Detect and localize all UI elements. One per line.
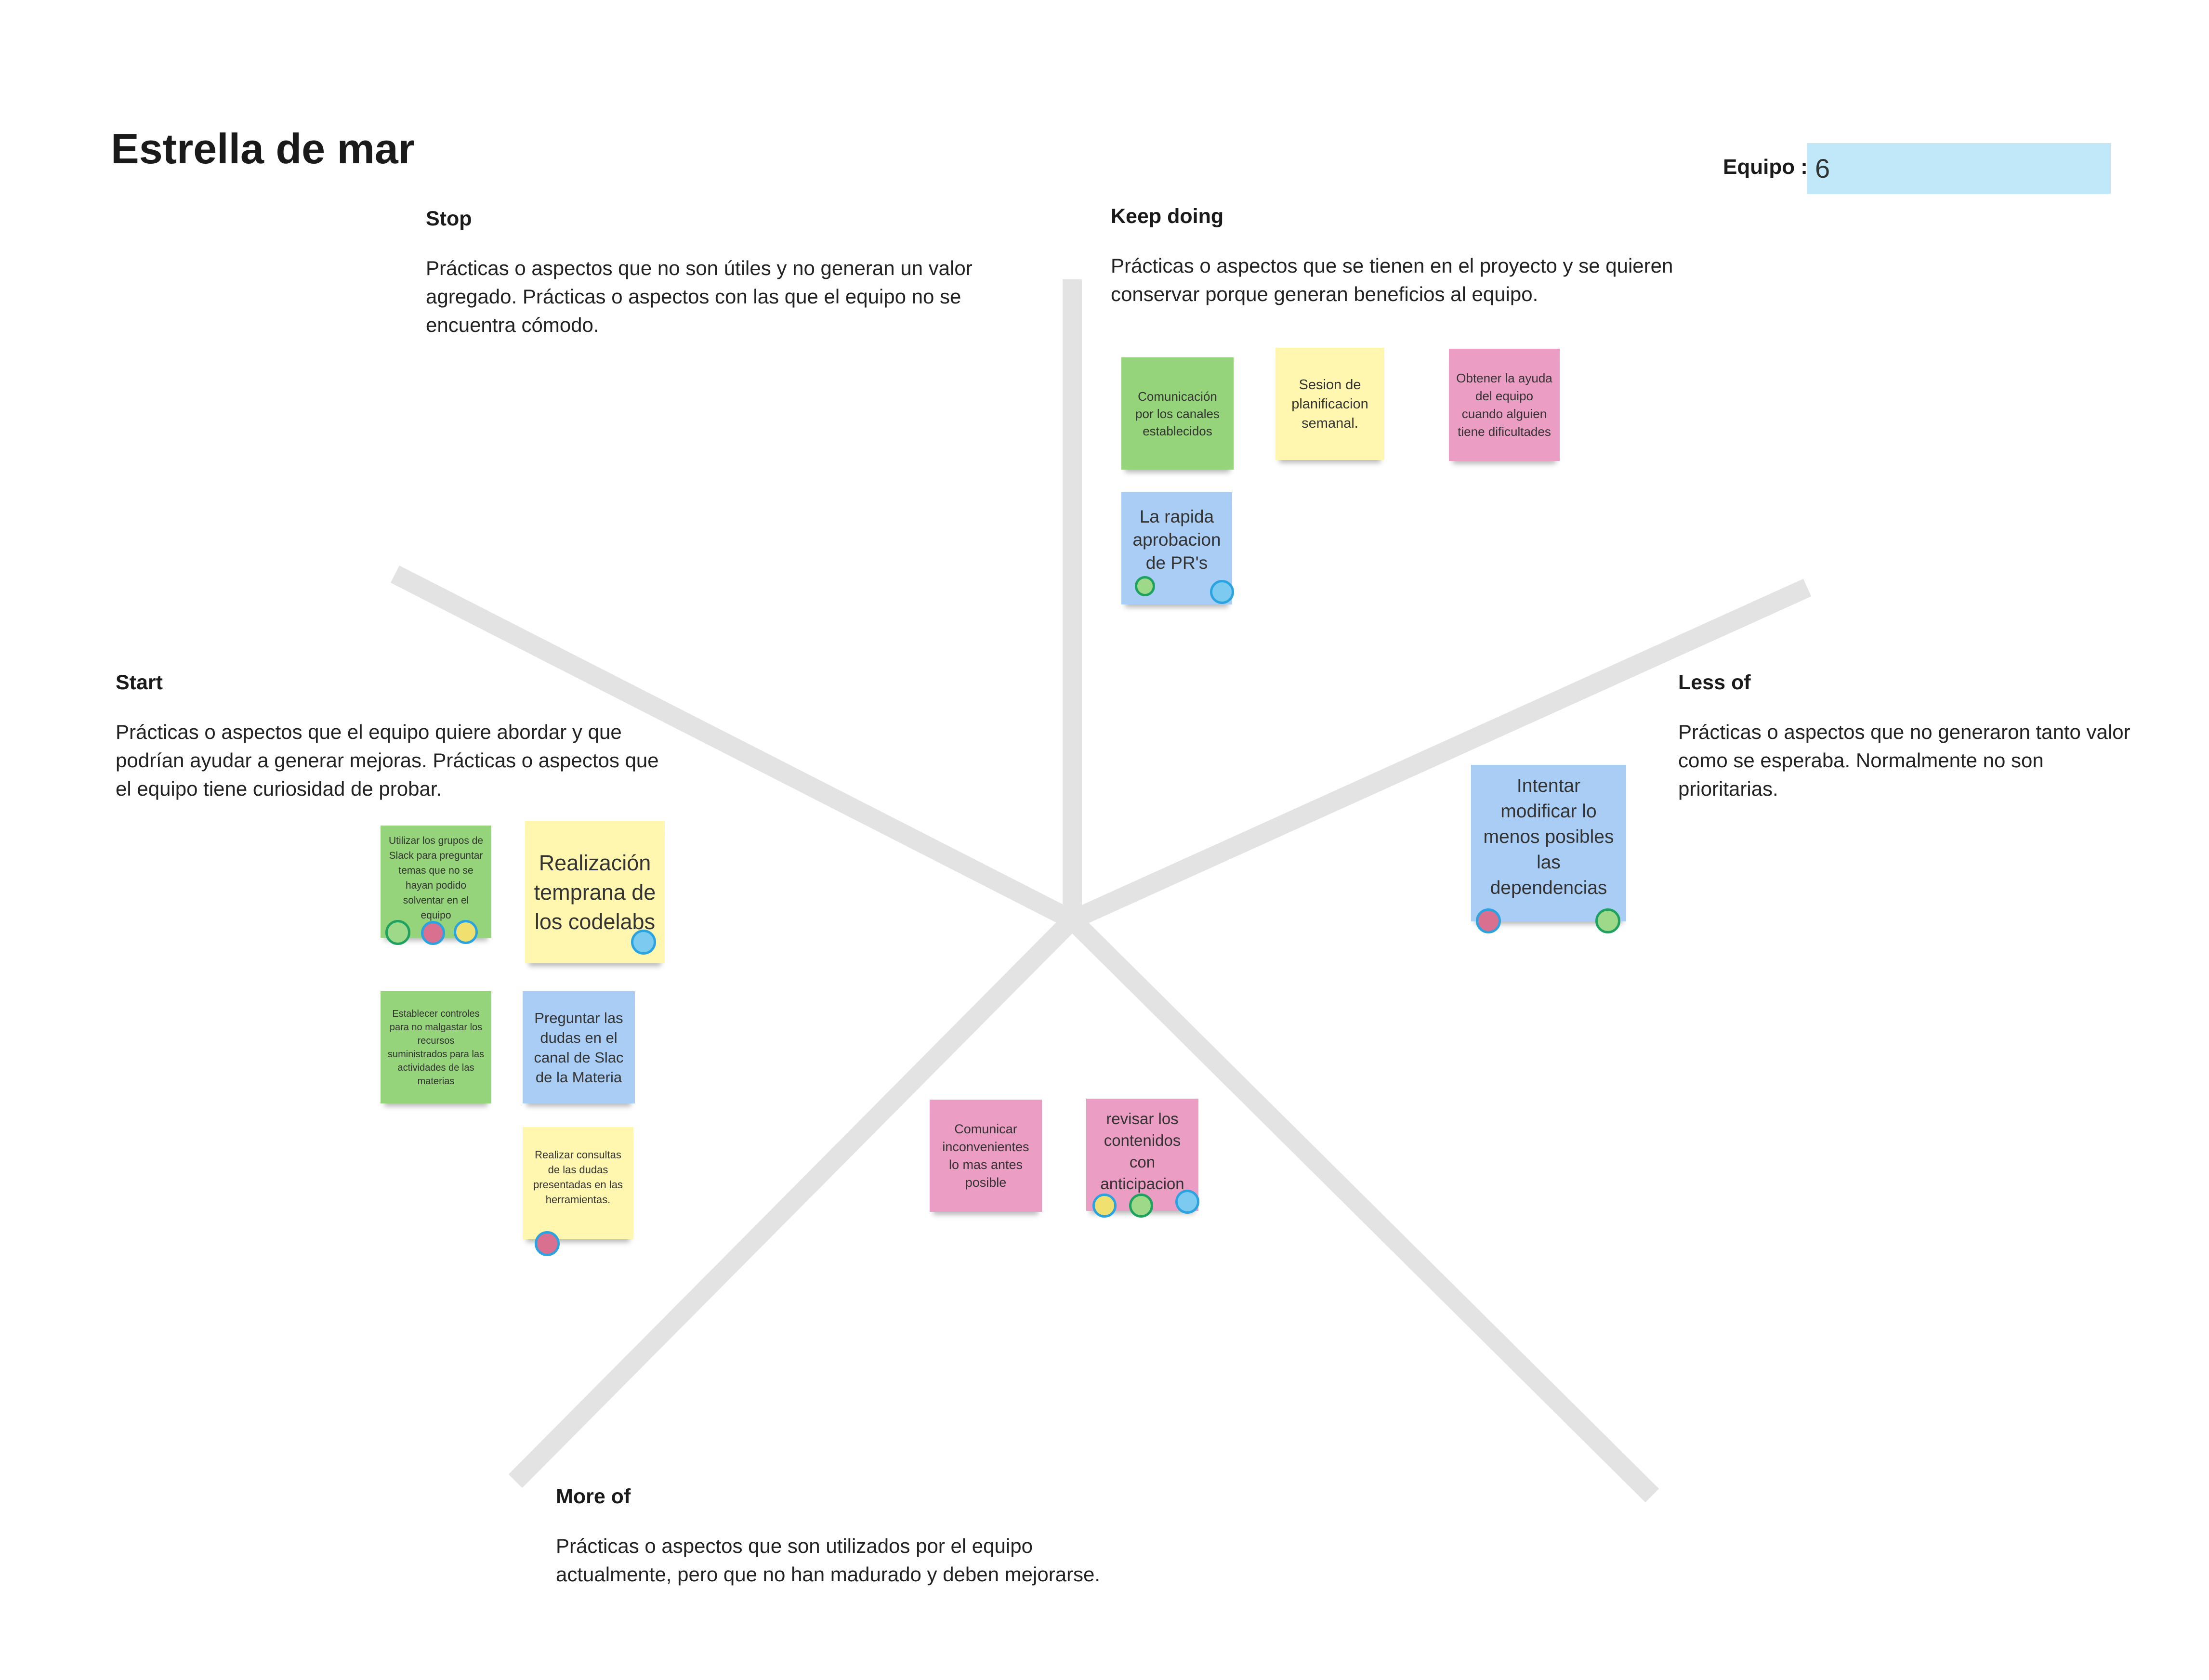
section-desc-less-of: Prácticas o aspectos que no generaron ta…: [1678, 721, 2130, 800]
sticky-note[interactable]: Sesion de planificacion semanal.: [1275, 348, 1384, 460]
vote-dot[interactable]: [1175, 1190, 1199, 1214]
team-input[interactable]: 6: [1807, 143, 2111, 194]
vote-dot[interactable]: [631, 930, 656, 955]
sticky-note[interactable]: Comunicación por los canales establecido…: [1121, 357, 1234, 470]
vote-dot[interactable]: [1092, 1194, 1117, 1218]
vote-dot[interactable]: [385, 920, 410, 945]
section-title-start: Start: [116, 671, 163, 694]
vote-dot[interactable]: [1129, 1194, 1153, 1218]
section-desc-keep-doing: Prácticas o aspectos que se tienen en el…: [1111, 254, 1673, 305]
vote-dot[interactable]: [454, 920, 478, 944]
sticky-note[interactable]: Realizar consultas de las dudas presenta…: [523, 1127, 633, 1239]
sticky-note[interactable]: La rapida aprobacion de PR's: [1121, 492, 1232, 604]
section-title-keep-doing: Keep doing: [1111, 205, 1224, 228]
sticky-note[interactable]: Obtener la ayuda del equipo cuando algui…: [1449, 349, 1560, 461]
section-desc-start: Prácticas o aspectos que el equipo quier…: [116, 721, 659, 800]
vote-dot[interactable]: [1210, 580, 1234, 604]
vote-dot[interactable]: [1135, 576, 1155, 596]
star-line-less: [1068, 578, 1812, 929]
vote-dot[interactable]: [535, 1231, 560, 1256]
vote-dot[interactable]: [421, 921, 445, 945]
sticky-note[interactable]: Utilizar los grupos de Slack para pregun…: [381, 826, 491, 938]
team-label: Equipo :: [1723, 155, 1808, 179]
section-desc-more-of: Prácticas o aspectos que son utilizados …: [556, 1535, 1101, 1586]
board-title: Estrella de mar: [111, 125, 415, 172]
sticky-note[interactable]: Intentar modificar lo menos posibles las…: [1471, 765, 1626, 921]
sticky-note[interactable]: Establecer controles para no malgastar l…: [381, 991, 491, 1103]
sticky-note[interactable]: Preguntar las dudas en el canal de Slac …: [523, 991, 635, 1103]
section-title-less-of: Less of: [1678, 671, 1751, 694]
vote-dot[interactable]: [1476, 908, 1501, 933]
section-title-stop: Stop: [426, 207, 472, 230]
star-line-more: [508, 913, 1079, 1488]
vote-dot[interactable]: [1595, 908, 1620, 933]
star-line-stop: [390, 565, 1077, 929]
section-desc-stop: Prácticas o aspectos que no son útiles y…: [426, 257, 973, 336]
star-line-start: [1065, 913, 1659, 1503]
sticky-note[interactable]: Comunicar inconvenientes lo mas antes po…: [930, 1100, 1042, 1212]
section-title-more-of: More of: [556, 1485, 631, 1508]
